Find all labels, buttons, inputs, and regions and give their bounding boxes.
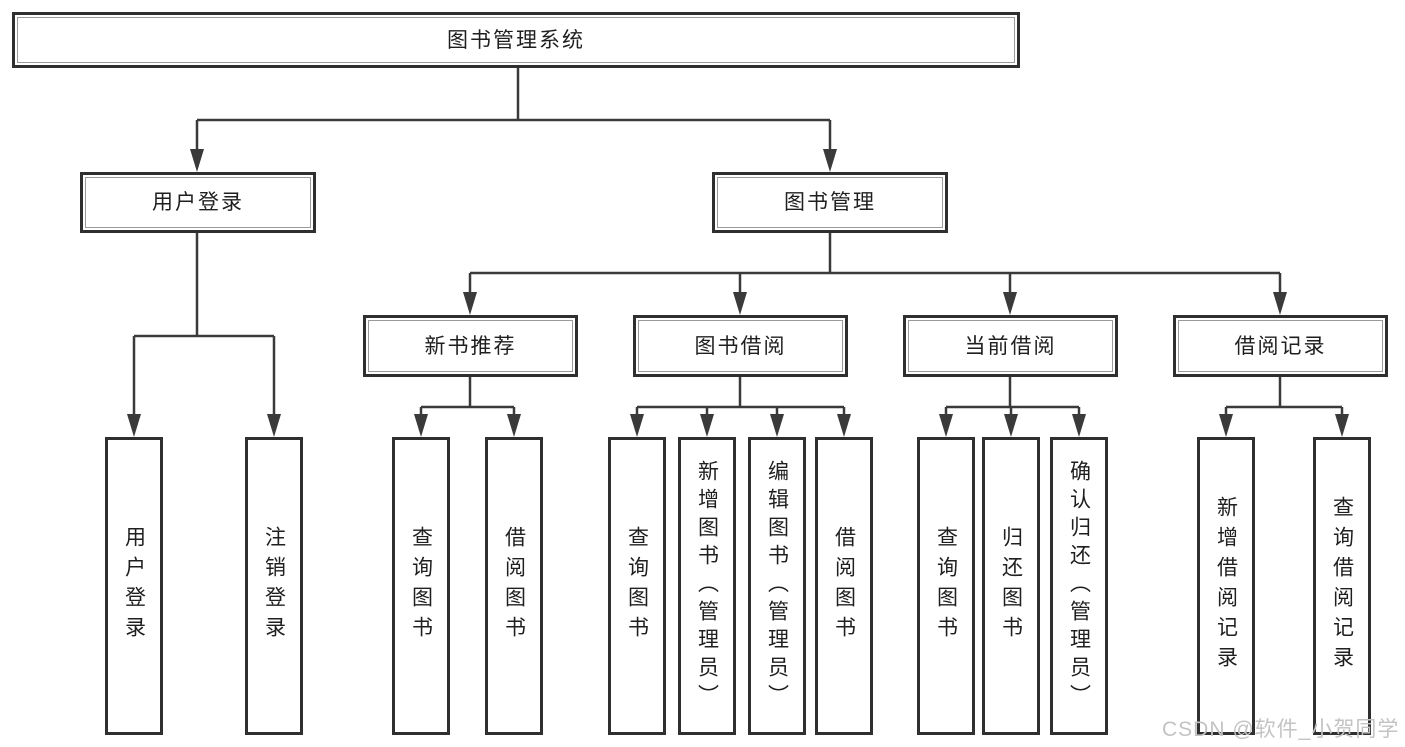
node-label: 借阅图书 <box>832 526 856 646</box>
connector-new-book-group <box>419 377 516 416</box>
node-label: 查询借阅记录 <box>1330 496 1354 676</box>
node-label: 注销登录 <box>262 526 286 646</box>
leaf-query-book-borrow: 查询图书 <box>608 437 666 735</box>
leaf-confirm-return-admin: 确认归还（管理员） <box>1050 437 1108 735</box>
arrowheads-groups <box>463 292 1287 315</box>
leaf-return-book: 归还图书 <box>982 437 1040 735</box>
connector-borrow-record-group <box>1224 377 1344 416</box>
node-label: 用户登录 <box>152 191 244 214</box>
arrowheads-new-book-group <box>414 414 521 437</box>
connector-book-mgmt-to-groups <box>468 233 1282 293</box>
node-root-library-system: 图书管理系统 <box>12 12 1020 68</box>
arrowheads-user-login-children <box>127 414 281 437</box>
csdn-watermark: CSDN @软件_小贺同学 <box>1162 718 1400 741</box>
node-label: 借阅记录 <box>1234 334 1327 358</box>
node-current-borrow: 当前借阅 <box>903 315 1118 377</box>
node-label: 归还图书 <box>999 526 1023 646</box>
node-book-borrow: 图书借阅 <box>633 315 848 377</box>
node-label: 新增图书（管理员） <box>695 460 719 712</box>
node-book-management: 图书管理 <box>712 172 948 233</box>
leaf-borrow-book: 借阅图书 <box>815 437 873 735</box>
arrowheads-level2 <box>190 149 837 172</box>
node-new-book-recommend: 新书推荐 <box>363 315 578 377</box>
leaf-borrow-book-recommend: 借阅图书 <box>485 437 543 735</box>
leaf-edit-book-admin: 编辑图书（管理员） <box>748 437 806 735</box>
leaf-logout: 注销登录 <box>245 437 303 735</box>
node-label: 新增借阅记录 <box>1214 496 1238 676</box>
leaf-add-book-admin: 新增图书（管理员） <box>678 437 736 735</box>
leaf-query-book-recommend: 查询图书 <box>392 437 450 735</box>
connector-user-login-to-children <box>132 233 276 415</box>
node-label: 新书推荐 <box>424 334 517 358</box>
leaf-user-login: 用户登录 <box>105 437 163 735</box>
arrowheads-borrow-record-group <box>1219 414 1349 437</box>
leaf-query-borrow-record: 查询借阅记录 <box>1313 437 1371 735</box>
connector-root-to-level2 <box>195 68 832 150</box>
node-label: 查询图书 <box>934 526 958 646</box>
node-user-login: 用户登录 <box>80 172 316 233</box>
arrowheads-current-borrow-group <box>939 414 1086 437</box>
node-label: 图书管理 <box>784 191 876 214</box>
node-label: 当前借阅 <box>964 334 1057 358</box>
connector-book-borrow-group <box>635 377 846 416</box>
connector-current-borrow-group <box>944 377 1081 416</box>
node-label: 图书借阅 <box>694 334 787 358</box>
node-borrow-record: 借阅记录 <box>1173 315 1388 377</box>
leaf-add-borrow-record: 新增借阅记录 <box>1197 437 1255 735</box>
node-label: 用户登录 <box>122 526 146 646</box>
arrowheads-book-borrow-group <box>630 414 851 437</box>
node-label: 编辑图书（管理员） <box>765 460 789 712</box>
node-label: 借阅图书 <box>502 526 526 646</box>
node-label: 图书管理系统 <box>447 28 585 52</box>
node-label: 查询图书 <box>625 526 649 646</box>
leaf-query-book-current: 查询图书 <box>917 437 975 735</box>
node-label: 确认归还（管理员） <box>1067 460 1091 712</box>
node-label: 查询图书 <box>409 526 433 646</box>
